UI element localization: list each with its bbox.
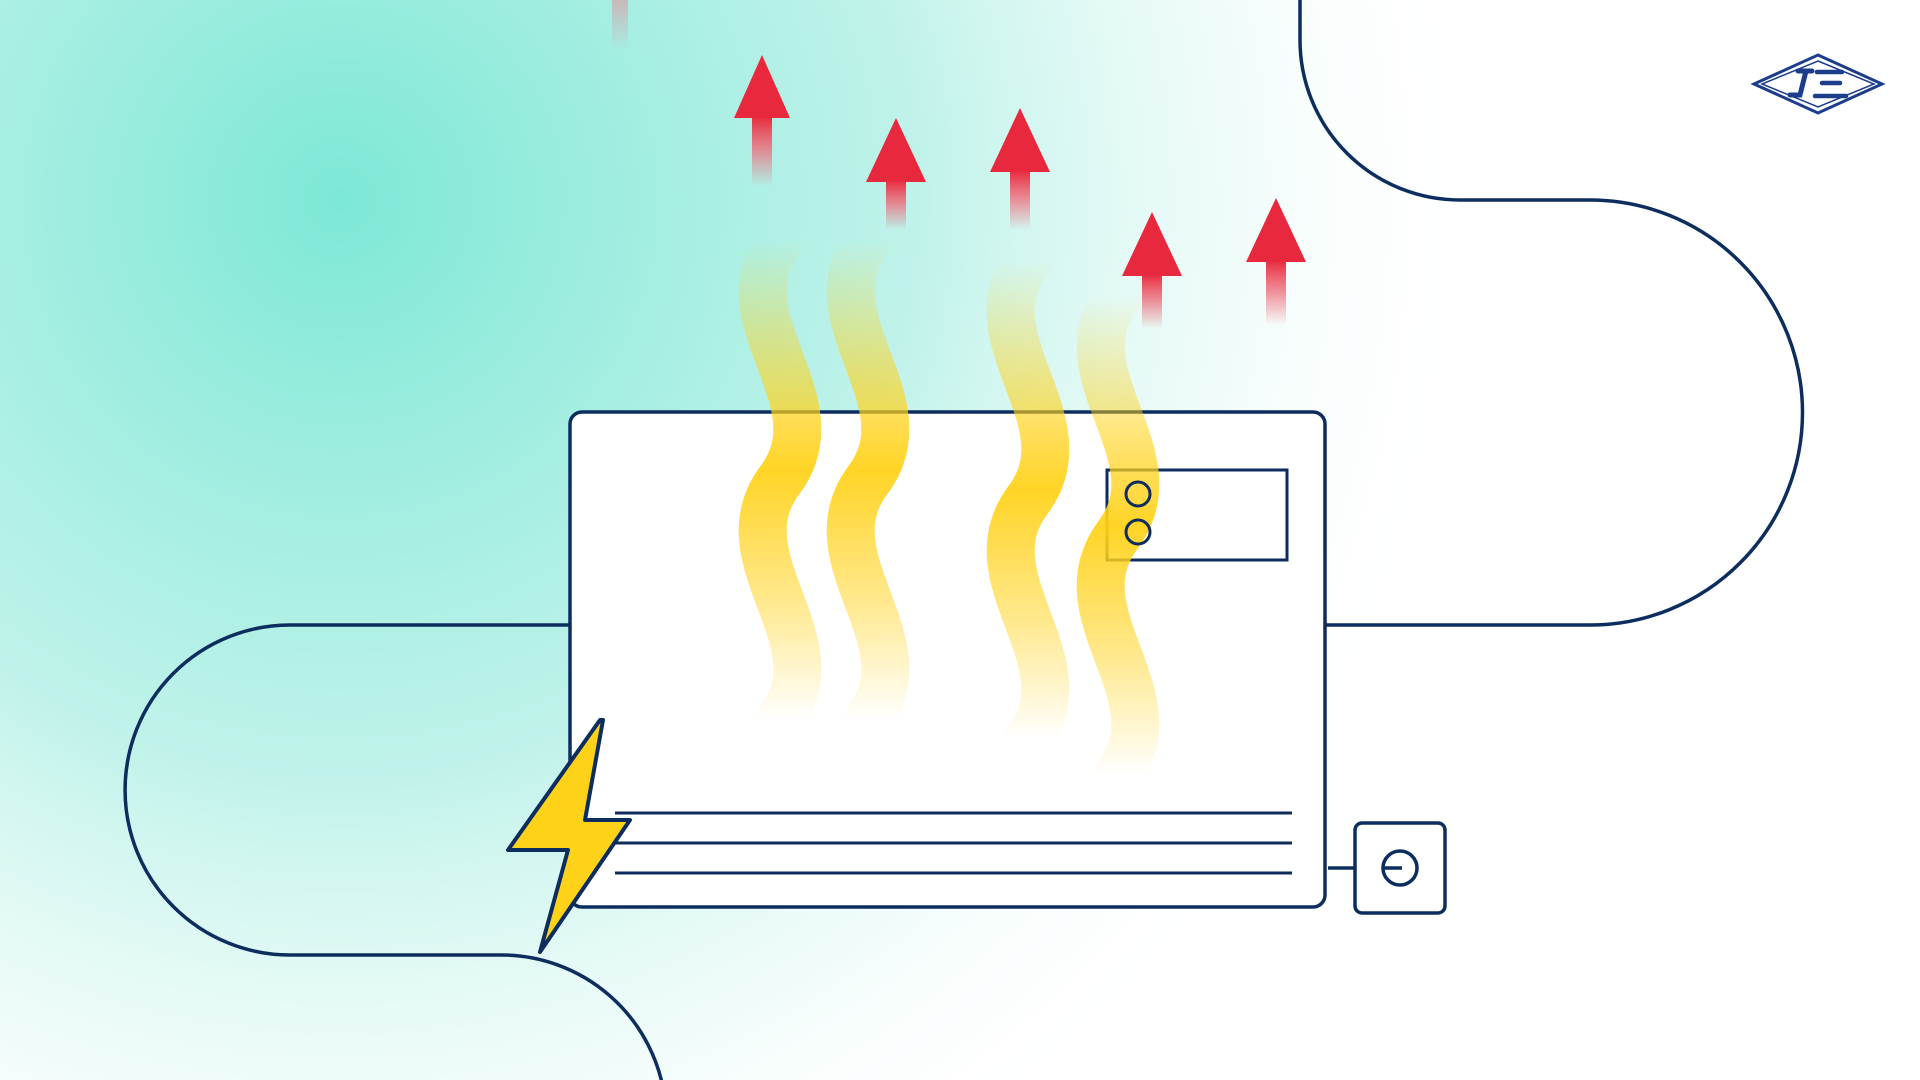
- lightning-bolt-icon: [506, 718, 632, 954]
- heat-wave: [1076, 271, 1160, 799]
- heat-arrow: [990, 108, 1050, 230]
- heat-arrow: [866, 118, 926, 230]
- heater-knob: [1124, 518, 1152, 546]
- heat-wave: [826, 216, 910, 744]
- company-logo-icon: [1750, 53, 1886, 115]
- cable-line-right: [1298, 0, 1805, 627]
- heat-waves: [738, 216, 1160, 799]
- heat-arrow: [1246, 198, 1306, 325]
- heat-wave: [738, 216, 822, 744]
- heat-arrow: [1122, 212, 1182, 329]
- heat-wave: [986, 236, 1070, 764]
- faint-arrow: [612, 0, 628, 50]
- wall-socket-icon: [1328, 821, 1447, 915]
- cable-line-left: [123, 623, 664, 1080]
- heater-knob: [1124, 480, 1152, 508]
- heat-arrow: [734, 55, 790, 186]
- heater-body: [568, 410, 1327, 909]
- heater-icon: [568, 410, 1327, 909]
- heat-arrows: [734, 55, 1306, 329]
